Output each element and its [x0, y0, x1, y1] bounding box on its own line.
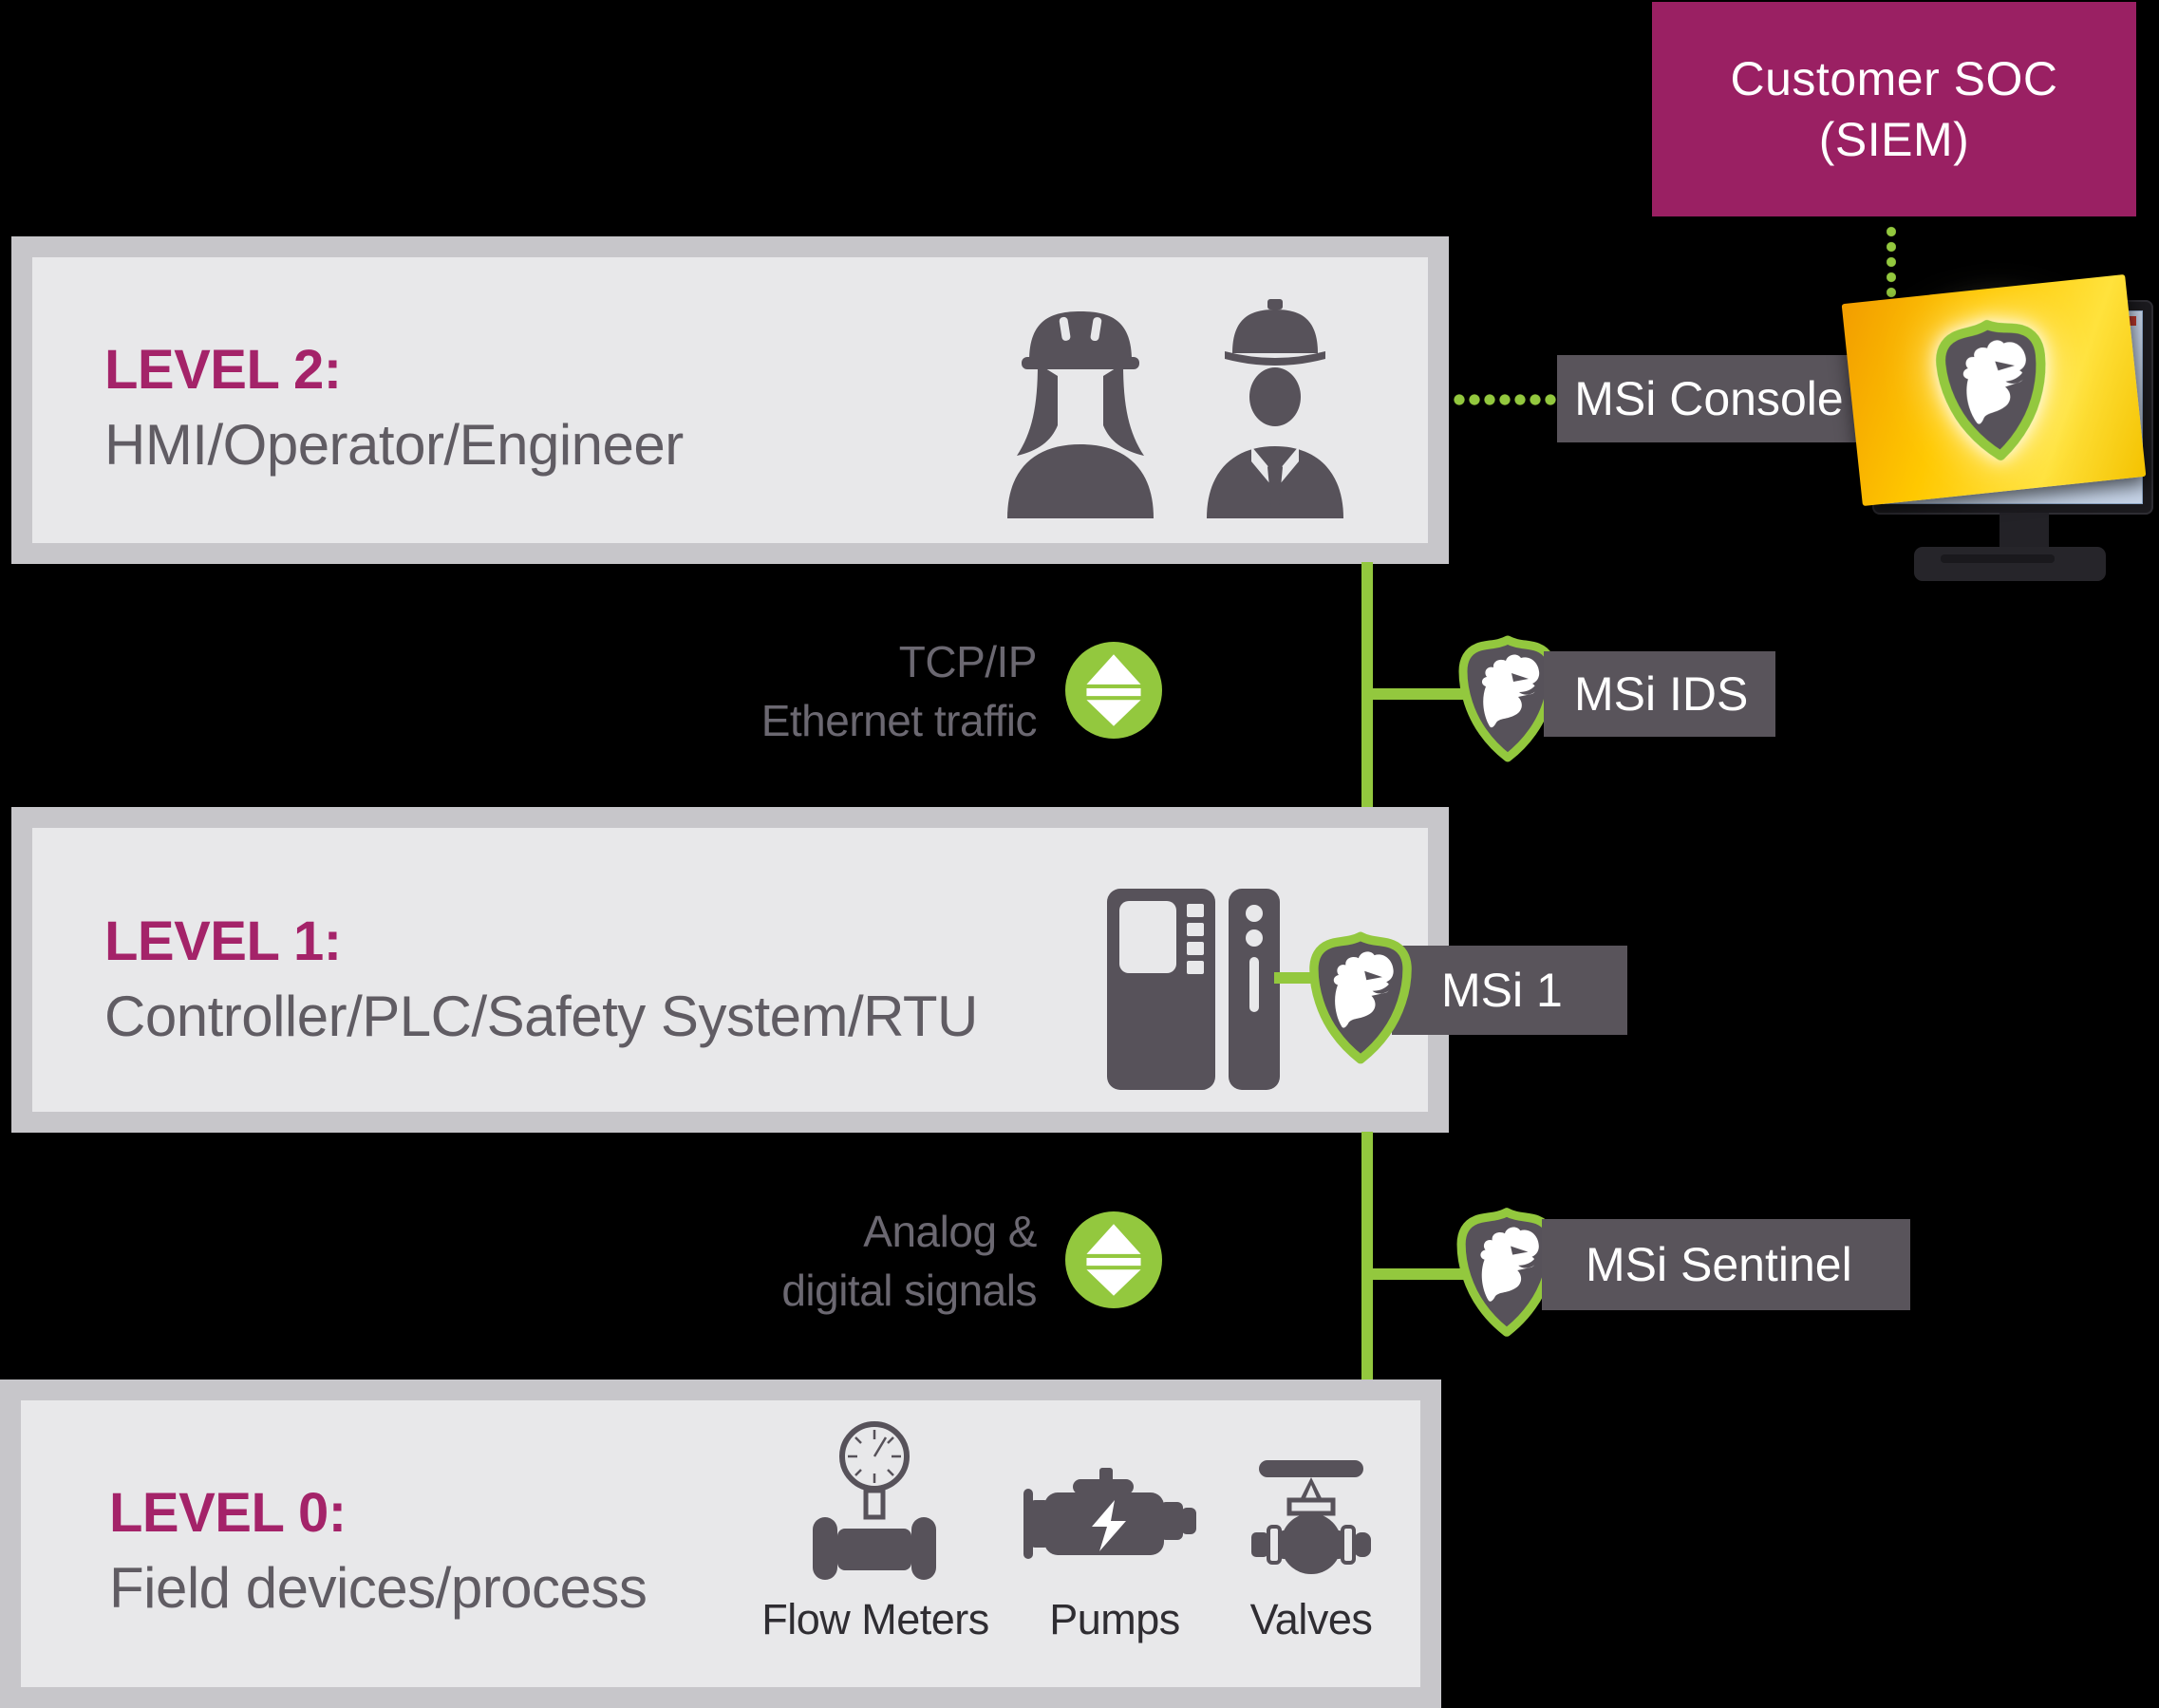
pumps-caption: Pumps	[1049, 1595, 1180, 1643]
console-screen-panel	[1841, 273, 2147, 507]
flow-meters-caption: Flow Meters	[761, 1595, 989, 1643]
operator-icon	[1007, 311, 1154, 518]
msi-sentinel-label: MSi Sentinel	[1542, 1219, 1910, 1310]
msi-ids-label: MSi IDS	[1544, 651, 1775, 737]
flow-meter-icon	[813, 1421, 936, 1580]
level1-level0-connector	[1361, 1132, 1373, 1384]
monitor-stand	[1999, 513, 2049, 551]
msi-1-shield-icon	[1308, 930, 1413, 1065]
monitor-base	[1914, 547, 2106, 581]
msi-sentinel-branch	[1367, 1268, 1470, 1280]
traffic-arrows-icon	[1065, 642, 1162, 739]
level0-title: LEVEL 0:	[109, 1482, 347, 1544]
soc-line1: Customer SOC	[1730, 52, 2058, 105]
msi-console-label: MSi Console	[1557, 355, 1861, 442]
level0-subtitle: Field devices/process	[109, 1556, 648, 1620]
level2-subtitle: HMI/Operator/Engineer	[104, 413, 684, 477]
level1-subtitle: Controller/PLC/Safety System/RTU	[104, 985, 978, 1048]
msi-console-label-text: MSi Console	[1574, 372, 1844, 425]
msi-ids-branch	[1367, 688, 1470, 700]
window-close-icon	[2125, 316, 2136, 326]
level1-title: LEVEL 1:	[104, 910, 342, 972]
console-shield-icon	[1930, 312, 2056, 468]
level2-title: LEVEL 2:	[104, 339, 342, 401]
customer-soc-box: Customer SOC (SIEM)	[1652, 2, 2136, 216]
signals-arrows-icon	[1065, 1211, 1162, 1308]
pump-icon	[1023, 1468, 1196, 1559]
soc-console-dotted-link	[1887, 224, 1896, 319]
valves-caption: Valves	[1249, 1595, 1373, 1643]
tcp-ip-label: TCP/IP Ethernet traffic	[760, 637, 1038, 745]
msi-1-label: MSi 1	[1392, 946, 1627, 1035]
level2-console-dotted-link	[1452, 394, 1556, 405]
soc-line2: (SIEM)	[1818, 113, 1970, 166]
level2-level1-connector	[1361, 562, 1373, 811]
plc-icon	[1107, 889, 1280, 1090]
analog-signals-label: Analog & digital signals	[781, 1207, 1037, 1315]
valve-icon	[1251, 1460, 1371, 1574]
operator-engineer-icons	[1007, 299, 1343, 518]
level0-box	[0, 1380, 1441, 1708]
msi-ids-shield-icon	[1458, 634, 1557, 763]
engineer-icon	[1207, 299, 1343, 518]
